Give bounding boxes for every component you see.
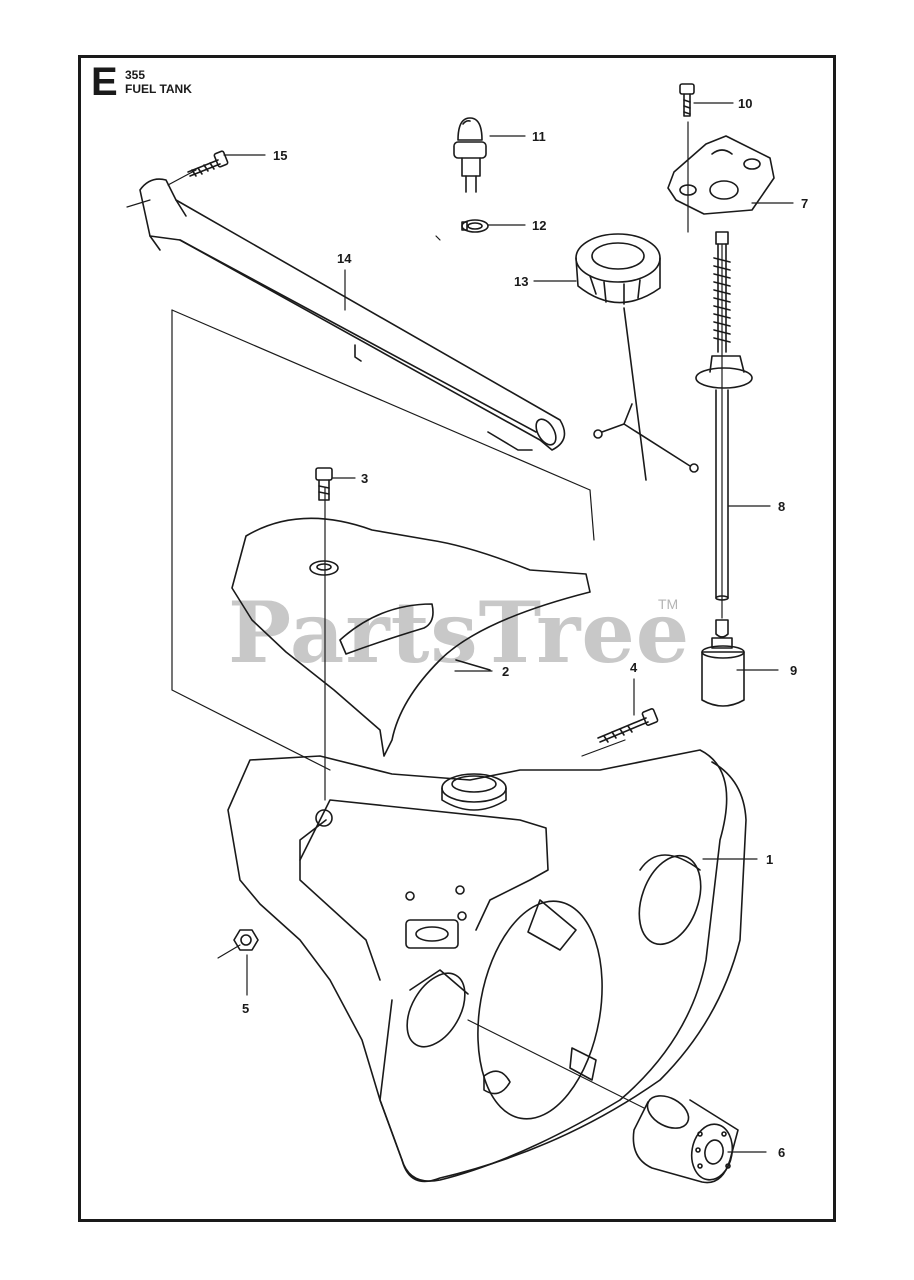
- part-15-screw: [187, 150, 229, 177]
- watermark-trademark: TM: [658, 596, 679, 612]
- callout-6: 6: [778, 1145, 786, 1160]
- callout-10: 10: [738, 96, 753, 111]
- callout-14: 14: [337, 251, 352, 266]
- section-letter: E: [91, 60, 118, 104]
- part-9-fuel-filter: [701, 619, 745, 707]
- part-7-bracket: [667, 135, 775, 215]
- callout-2: 2: [502, 664, 510, 679]
- callout-15: 15: [273, 148, 288, 163]
- alignment-box: [171, 309, 595, 771]
- watermark: PartsTree: [228, 583, 691, 682]
- callout-11: 11: [532, 129, 546, 144]
- part-11-primer-bulb: [453, 117, 487, 193]
- part-2-top-cover: [231, 517, 591, 757]
- callout-4: 4: [630, 660, 638, 675]
- part-10-screw: [679, 83, 695, 117]
- diagram-title: FUEL TANK: [125, 82, 192, 96]
- model-number: 355: [125, 68, 146, 82]
- leader-lines: [126, 102, 794, 1153]
- callout-12: 12: [532, 218, 547, 233]
- callout-9: 9: [790, 663, 798, 678]
- callout-7: 7: [801, 196, 809, 211]
- callout-1: 1: [766, 852, 774, 867]
- part-3-screw: [315, 467, 333, 501]
- part-4-screw: [597, 708, 659, 743]
- callout-3: 3: [361, 471, 369, 486]
- callout-5: 5: [242, 1001, 250, 1016]
- callout-8: 8: [778, 499, 786, 514]
- diagram-frame: [78, 55, 836, 1222]
- part-6-damper: [632, 1095, 739, 1184]
- part-12-clip: [461, 219, 489, 233]
- callout-13: 13: [514, 274, 529, 289]
- part-13-fuel-cap: [575, 233, 699, 481]
- part-14-guard: [139, 178, 566, 451]
- part-1-fuel-tank: [227, 749, 747, 1183]
- part-5-nut: [233, 929, 259, 951]
- part-8-fuel-hose: [695, 231, 753, 601]
